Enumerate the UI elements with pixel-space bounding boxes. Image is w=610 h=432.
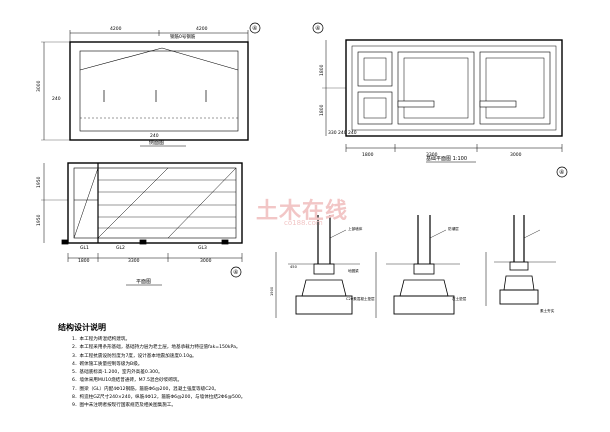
found-dim-h1: 1800: [319, 64, 325, 76]
foundation-plan-drawing: [312, 22, 568, 178]
notes-title: 结构设计说明: [58, 323, 106, 332]
section-label-ringbeam: 地圈梁: [348, 268, 359, 273]
plan-label-gl3: GL3: [198, 245, 207, 251]
foundation-marker-top: ④: [315, 25, 320, 32]
notes-line: 7．圈梁（GL）内配4Φ12钢筋，箍筋Φ6@200，混凝土强度等级C20。: [72, 386, 219, 392]
structural-notes: 结构设计说明 1．本工程为砖混结构建筑。 2．本工程采用条形基础，基础持力层为老…: [58, 322, 528, 411]
found-dim-2: 3300: [426, 152, 438, 158]
foundation-caption: 基础平面图 1:100: [426, 155, 467, 162]
plan-label-gl1: GL1: [80, 245, 89, 251]
top-dim-bottom: 240: [150, 133, 159, 139]
section-label-damp: 防潮层: [448, 226, 459, 231]
section-label-lime: 灰土垫层: [452, 296, 467, 301]
top-plan-drawing: [41, 22, 261, 147]
top-dim-left: 4200: [110, 26, 122, 32]
section-label-soil: 素土夯实: [540, 308, 555, 313]
top-plan-marker: ④: [252, 25, 257, 32]
top-dim-height: 3000: [36, 80, 42, 92]
notes-line: 4．砌体施工质量控制等级为B级。: [72, 361, 143, 367]
top-dim-side: 240: [52, 96, 61, 102]
section-dim-2: 450: [290, 265, 298, 269]
plan-dim-2: 3300: [128, 258, 140, 264]
footing-sections: [275, 215, 556, 318]
plan-dim-h1: 1950: [36, 176, 42, 188]
footing-section-2: [375, 215, 460, 318]
top-plan-note: 钢筋0号钢筋: [170, 33, 196, 40]
plan-dim-h2: 1950: [36, 214, 42, 226]
notes-line: 3．本工程抗震设防烈度为7度，设计基本地震加速度0.10g。: [72, 353, 197, 359]
footing-section-3: [485, 215, 556, 306]
foundation-marker-bottom: ④: [559, 169, 564, 176]
notes-line: 8．构造柱GZ尺寸240×240，纵筋4Φ12，箍筋Φ6@200，与墙体拉结2Φ…: [72, 395, 246, 401]
section-label-concrete: C20素混凝土垫层: [346, 296, 375, 301]
notes-line: 5．基础底标高-1.200，室内外高差0.300。: [72, 370, 163, 376]
found-dim-h2: 1800: [319, 104, 325, 116]
notes-line: 1．本工程为砖混结构建筑。: [72, 337, 131, 342]
plan-label-gl2: GL2: [116, 245, 125, 251]
watermark-logo: 土木在线: [256, 199, 349, 224]
notes-line: 9．图中未注明者按现行国家规范及相关图集施工。: [72, 403, 176, 409]
bottom-plan-caption: 平面图: [136, 279, 151, 285]
found-dim-1: 1800: [362, 152, 374, 158]
notes-line: 2．本工程采用条形基础，基础持力层为老土层，地基承载力特征值fak=150kPa…: [72, 345, 241, 351]
found-dim-3: 3000: [510, 152, 522, 158]
bottom-plan-drawing: [41, 162, 243, 286]
watermark-url: co188.com: [284, 219, 323, 227]
notes-line: 6．墙体采用MU10烧结普通砖，M7.5混合砂浆砌筑。: [72, 378, 183, 384]
footing-section-1: [275, 215, 360, 318]
plan-dim-3: 3000: [200, 258, 212, 264]
top-plan-caption: 侧面图: [149, 139, 164, 146]
found-dim-small: 330 240 240: [328, 130, 357, 136]
bottom-plan-marker: ④: [233, 269, 238, 276]
plan-dim-1: 1800: [78, 258, 90, 264]
top-dim-right: 4200: [196, 26, 208, 32]
section-label-wall: 上部墙体: [348, 226, 363, 231]
section-dim-1: 1900: [270, 286, 274, 296]
